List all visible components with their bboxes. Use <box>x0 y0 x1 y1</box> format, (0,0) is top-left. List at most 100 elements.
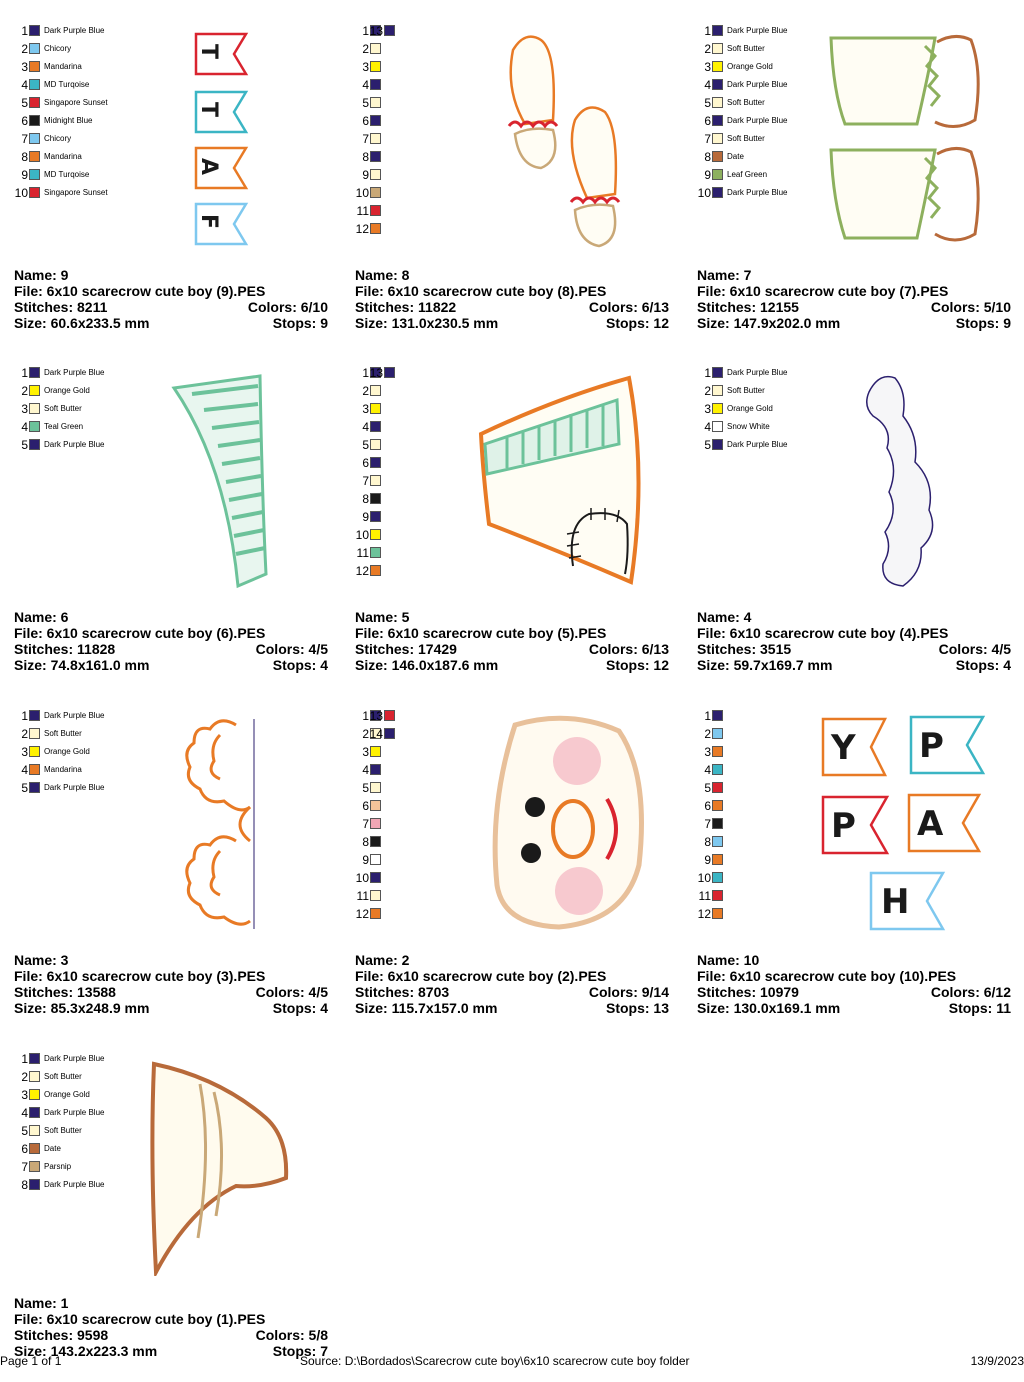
thread-color-name: Dark Purple Blue <box>44 1180 105 1189</box>
color-swatch <box>29 25 40 36</box>
thread-color-name: Soft Butter <box>727 98 765 107</box>
svg-text:A: A <box>196 158 221 175</box>
thread-number: 3 <box>362 60 369 74</box>
thread-number: 12 <box>355 222 369 236</box>
color-swatch <box>370 43 381 54</box>
color-swatch <box>29 151 40 162</box>
thread-number: 9 <box>704 853 711 867</box>
thread-number: 2 <box>704 384 711 398</box>
thread-number: 5 <box>704 438 711 452</box>
thread-number: 1 <box>362 709 369 723</box>
thread-number: 4 <box>704 763 711 777</box>
design-file: File: 6x10 scarecrow cute boy (2).PES <box>355 968 607 984</box>
color-swatch <box>712 890 723 901</box>
design-name: Name: 7 <box>697 267 752 283</box>
color-swatch <box>370 439 381 450</box>
color-swatch <box>712 836 723 847</box>
thread-number-secondary: 13 <box>369 24 383 38</box>
size-stops-row: Size: 60.6x233.5 mm Stops: 9 <box>14 315 328 331</box>
design-name: Name: 1 <box>14 1295 69 1311</box>
thread-number: 9 <box>704 168 711 182</box>
color-swatch <box>370 61 381 72</box>
color-count: Colors: 4/5 <box>938 641 1011 657</box>
stop-count: Stops: 9 <box>272 315 328 331</box>
thread-number: 12 <box>355 564 369 578</box>
design-size: Size: 143.2x223.3 mm <box>14 1343 158 1359</box>
color-swatch <box>29 782 40 793</box>
thread-number: 5 <box>704 781 711 795</box>
thread-number: 4 <box>362 763 369 777</box>
color-swatch <box>29 115 40 126</box>
thread-color-name: MD Turqoise <box>44 170 90 179</box>
color-count: Colors: 4/5 <box>255 641 328 657</box>
color-swatch <box>370 25 381 36</box>
design-name: Name: 8 <box>355 267 410 283</box>
color-swatch <box>712 25 723 36</box>
color-swatch <box>712 818 723 829</box>
thread-color-name: Dark Purple Blue <box>44 368 105 377</box>
color-swatch <box>712 439 723 450</box>
color-count: Colors: 5/8 <box>255 1327 328 1343</box>
color-swatch <box>370 800 381 811</box>
color-swatch <box>712 421 723 432</box>
color-swatch-secondary <box>384 367 395 378</box>
color-swatch <box>370 151 381 162</box>
color-swatch <box>29 1125 40 1136</box>
color-swatch <box>370 205 381 216</box>
stop-count: Stops: 13 <box>605 1000 669 1016</box>
print-date: 13/9/2023 <box>970 1354 1024 1368</box>
thread-color-name: Orange Gold <box>727 62 773 71</box>
color-swatch <box>29 79 40 90</box>
thread-color-name: Soft Butter <box>44 404 82 413</box>
svg-text:F: F <box>196 214 221 229</box>
color-swatch <box>29 1143 40 1154</box>
design-name: Name: 3 <box>14 952 69 968</box>
thread-color-name: Chicory <box>44 134 72 143</box>
color-swatch <box>370 746 381 757</box>
thread-color-name: Soft Butter <box>727 44 765 53</box>
fringe-art <box>185 719 255 929</box>
stop-count: Stops: 4 <box>272 1000 328 1016</box>
thread-color-name: Dark Purple Blue <box>44 26 105 35</box>
color-swatch <box>370 511 381 522</box>
color-swatch <box>29 421 40 432</box>
color-swatch <box>712 728 723 739</box>
thread-number: 1 <box>704 709 711 723</box>
design-name: Name: 9 <box>14 267 69 283</box>
color-swatch <box>370 782 381 793</box>
thread-color-name: Dark Purple Blue <box>727 440 788 449</box>
thread-number: 3 <box>362 745 369 759</box>
color-swatch <box>712 403 723 414</box>
color-swatch <box>29 728 40 739</box>
thread-number: 3 <box>362 402 369 416</box>
design-size: Size: 60.6x233.5 mm <box>14 315 150 331</box>
design-name: Name: 2 <box>355 952 410 968</box>
thread-number-secondary: 13 <box>369 709 383 723</box>
thread-number: 2 <box>21 42 28 56</box>
thread-color-name: Soft Butter <box>44 729 82 738</box>
thread-number: 2 <box>362 42 369 56</box>
color-swatch-secondary <box>384 728 395 739</box>
thread-number: 3 <box>704 745 711 759</box>
thread-color-name: Dark Purple Blue <box>44 440 105 449</box>
color-swatch <box>29 43 40 54</box>
design-file: File: 6x10 scarecrow cute boy (8).PES <box>355 283 607 299</box>
stitch-count: Stitches: 11828 <box>14 641 116 657</box>
color-swatch <box>370 854 381 865</box>
color-swatch <box>370 818 381 829</box>
stitch-count: Stitches: 12155 <box>697 299 799 315</box>
color-swatch <box>29 1107 40 1118</box>
stop-count: Stops: 12 <box>605 657 669 673</box>
design-file: File: 6x10 scarecrow cute boy (10).PES <box>697 968 957 984</box>
thread-color-name: Date <box>727 152 744 161</box>
